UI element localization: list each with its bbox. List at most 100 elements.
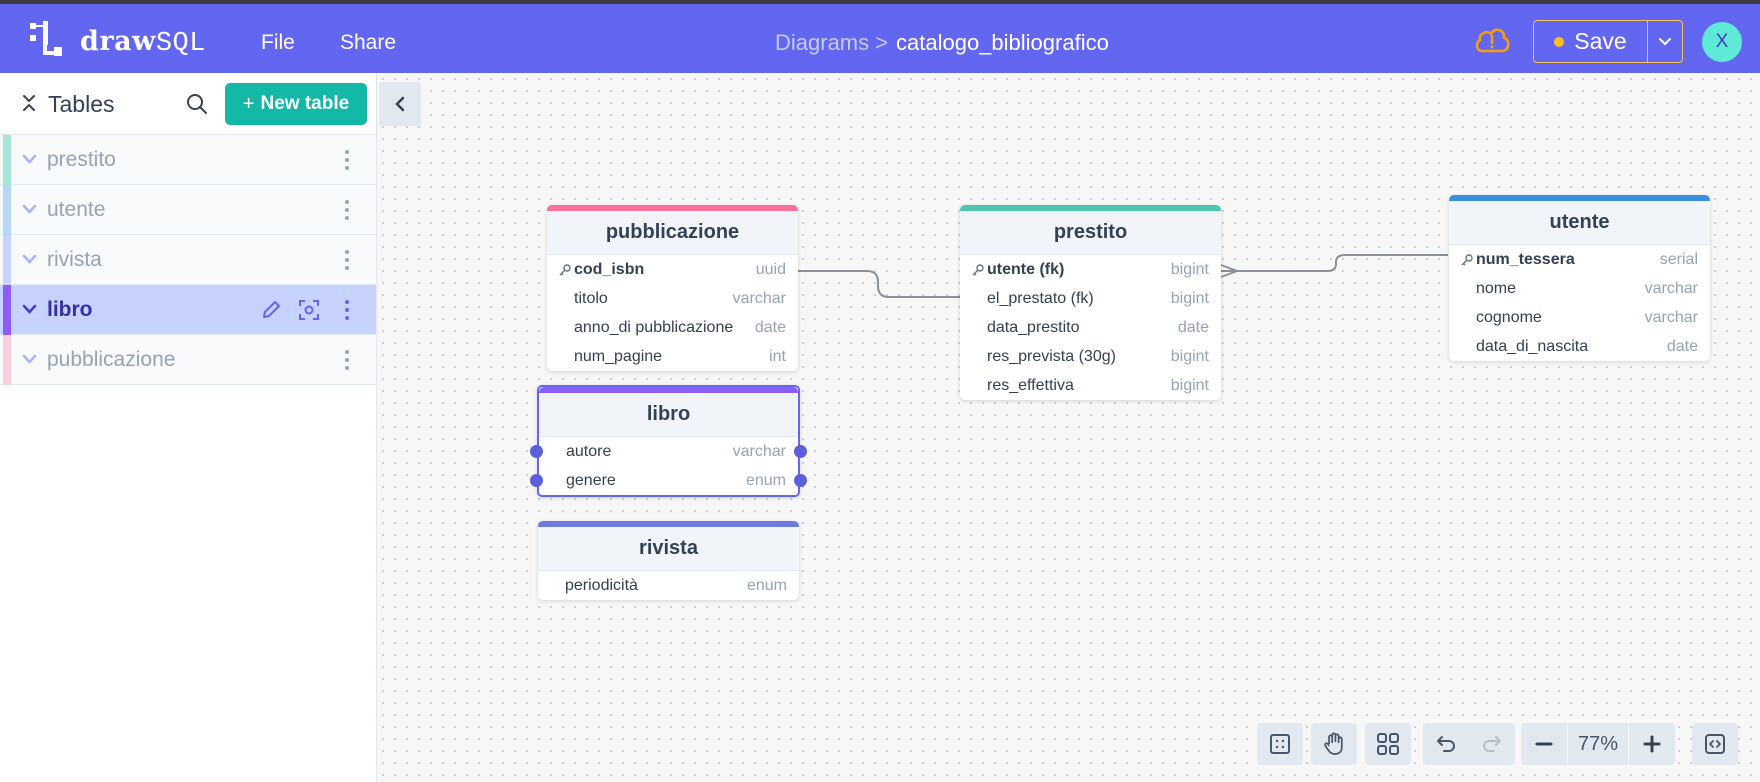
column-name: data_di_nascita (1476, 338, 1589, 355)
table-name[interactable]: rivista (538, 527, 799, 571)
redo-button[interactable] (1469, 723, 1515, 765)
zoom-in-button[interactable] (1629, 723, 1675, 765)
chevron-down-icon[interactable] (22, 353, 37, 365)
collapse-sidebar-button[interactable] (379, 82, 421, 126)
table-color-bar (3, 135, 11, 185)
sidebar-item-rivista[interactable]: rivista (0, 235, 376, 285)
diagram-name[interactable]: catalogo_bibliografico (896, 30, 1109, 55)
zoom-level[interactable]: 77% (1567, 723, 1629, 765)
new-table-button[interactable]: + New table (225, 83, 367, 125)
chevron-down-icon[interactable] (22, 303, 37, 315)
chevron-down-icon[interactable] (22, 203, 37, 215)
toolbar-code-group (1692, 723, 1738, 765)
column-name: titolo (574, 290, 608, 307)
column-type: varchar (1644, 280, 1698, 297)
chevron-down-icon[interactable] (22, 153, 37, 165)
save-label: Save (1574, 28, 1627, 54)
table-row[interactable]: cognome varchar (1449, 303, 1710, 332)
table-color-header (960, 205, 1221, 211)
focus-table-icon[interactable] (298, 299, 320, 321)
column-type: date (1666, 338, 1698, 355)
table-row[interactable]: titolo varchar (547, 284, 798, 313)
table-card-pubblicazione[interactable]: pubblicazione cod_isbn uuid titolo varch… (547, 205, 798, 371)
save-button[interactable]: Save (1533, 20, 1648, 63)
table-row[interactable]: num_tessera serial (1449, 245, 1710, 274)
table-row[interactable]: res_prevista (30g) bigint (960, 342, 1221, 371)
table-row[interactable]: autore varchar (530, 437, 807, 466)
more-options-icon[interactable] (341, 148, 353, 172)
code-view-button[interactable] (1692, 723, 1738, 765)
save-options-button[interactable] (1647, 20, 1683, 63)
relation-line-prestito-utente (1221, 254, 1448, 272)
cloud-warning-icon[interactable] (1473, 25, 1511, 55)
table-row[interactable]: data_di_nascita date (1449, 332, 1710, 361)
connection-handle[interactable] (530, 445, 543, 458)
table-row[interactable]: utente (fk) bigint (960, 255, 1221, 284)
undo-icon (1437, 736, 1455, 752)
more-options-icon[interactable] (341, 248, 353, 272)
more-options-icon[interactable] (341, 298, 353, 322)
toolbar-layout-group (1365, 723, 1411, 765)
app-logo-text[interactable]: drawSQL (80, 26, 206, 59)
share-menu[interactable]: Share (340, 31, 397, 54)
column-type: bigint (1170, 290, 1209, 307)
table-card-utente[interactable]: utente num_tessera serial nome varchar c… (1449, 195, 1710, 361)
table-row[interactable]: periodicità enum (538, 571, 799, 600)
connection-handle[interactable] (794, 445, 807, 458)
column-type: bigint (1170, 348, 1209, 365)
sidebar-item-pubblicazione[interactable]: pubblicazione (0, 335, 376, 385)
collapse-tables-icon[interactable] (22, 93, 36, 113)
auto-layout-button[interactable] (1365, 723, 1411, 765)
table-card-libro[interactable]: libro autore varchar genere enum (530, 385, 807, 497)
column-name: num_pagine (574, 348, 663, 365)
pan-mode-button[interactable] (1311, 723, 1357, 765)
column-name: res_prevista (30g) (987, 348, 1116, 365)
table-name[interactable]: prestito (960, 211, 1221, 255)
edit-pencil-icon[interactable] (260, 299, 282, 321)
sidebar-item-utente[interactable]: utente (0, 185, 376, 235)
table-row[interactable]: genere enum (530, 466, 807, 495)
drawsql-logo-icon (30, 21, 62, 56)
column-type: uuid (755, 261, 786, 278)
table-card-prestito[interactable]: prestito utente (fk) bigint el_prestato … (960, 205, 1221, 400)
table-row[interactable]: cod_isbn uuid (547, 255, 798, 284)
table-row[interactable]: el_prestato (fk) bigint (960, 284, 1221, 313)
connection-handle[interactable] (530, 474, 543, 487)
chevron-down-icon[interactable] (22, 253, 37, 265)
table-color-bar (3, 235, 11, 285)
table-color-header (538, 521, 799, 527)
column-type: enum (746, 577, 787, 594)
more-options-icon[interactable] (341, 198, 353, 222)
column-name: periodicità (565, 577, 638, 594)
toolbar-hand-group (1311, 723, 1357, 765)
table-name[interactable]: utente (1449, 201, 1710, 245)
redo-icon (1483, 736, 1501, 752)
table-row[interactable]: data_prestito date (960, 313, 1221, 342)
table-row[interactable]: nome varchar (1449, 274, 1710, 303)
table-card-rivista[interactable]: rivista periodicità enum (538, 521, 799, 600)
column-type: bigint (1170, 377, 1209, 394)
zoom-out-button[interactable] (1521, 723, 1567, 765)
table-name[interactable]: pubblicazione (547, 211, 798, 255)
diagram-canvas[interactable]: pubblicazione cod_isbn uuid titolo varch… (377, 73, 1760, 782)
undo-button[interactable] (1423, 723, 1469, 765)
sidebar-item-libro[interactable]: libro (0, 285, 376, 335)
connection-handle[interactable] (794, 474, 807, 487)
breadcrumb-diagrams-link[interactable]: Diagrams (775, 30, 870, 55)
user-avatar[interactable]: X (1702, 22, 1742, 62)
column-type: varchar (1644, 309, 1698, 326)
sidebar-item-prestito[interactable]: prestito (0, 135, 376, 185)
table-row[interactable]: num_pagine int (547, 342, 798, 371)
table-name[interactable]: libro (539, 393, 798, 437)
search-icon[interactable] (185, 92, 209, 116)
snap-grid-button[interactable] (1257, 723, 1303, 765)
table-color-bar (3, 185, 11, 235)
table-row[interactable]: res_effettiva bigint (960, 371, 1221, 400)
more-options-icon[interactable] (341, 348, 353, 372)
file-menu[interactable]: File (261, 31, 295, 54)
table-row[interactable]: anno_di pubblicazione date (547, 313, 798, 342)
column-name: res_effettiva (987, 377, 1074, 394)
sidebar-item-label: libro (47, 298, 93, 321)
table-color-header (547, 205, 798, 211)
column-name: utente (fk) (987, 261, 1065, 278)
